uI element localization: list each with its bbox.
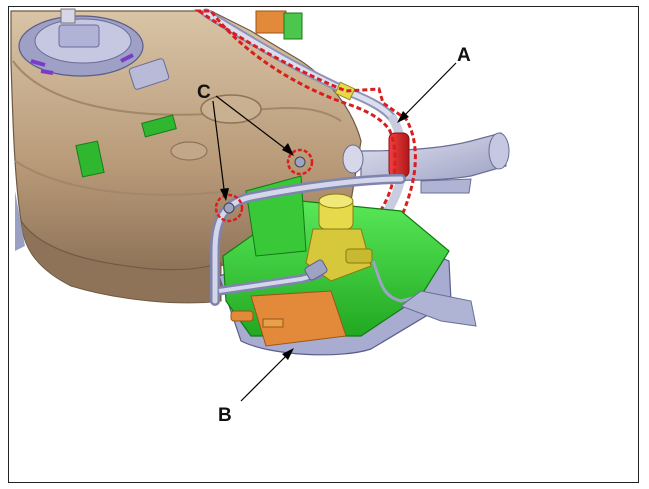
fuel-tank-diagram: A C B [10, 8, 510, 426]
hose-a-highlight [194, 9, 417, 253]
diagram-frame: A C B [8, 6, 639, 483]
callout-b: B [218, 405, 232, 426]
callout-a: A [457, 45, 471, 66]
vent-patches [75, 114, 177, 178]
valve [304, 193, 373, 282]
callout-c: C [197, 82, 211, 103]
top-connector [255, 10, 303, 40]
fuel-pump-module [18, 8, 170, 90]
bolt-markers [214, 148, 314, 223]
leader-lines [212, 62, 457, 402]
